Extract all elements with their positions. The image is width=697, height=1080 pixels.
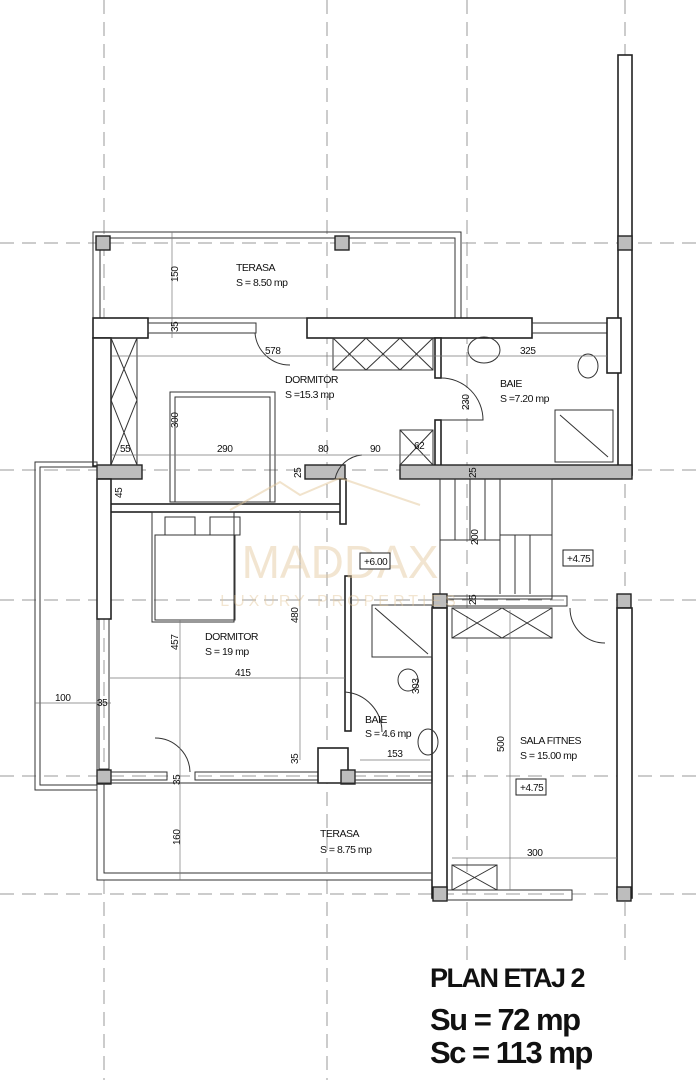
level-tags: +6.00 +4.75 +4.75 bbox=[359, 549, 594, 796]
dim-label: 35 bbox=[172, 774, 183, 785]
bed bbox=[151, 391, 276, 623]
room-name: BAIE bbox=[365, 714, 387, 726]
dim-label: 457 bbox=[170, 634, 181, 650]
svg-text:LUXURY PROPERTIES: LUXURY PROPERTIES bbox=[220, 593, 460, 610]
room-name: BAIE bbox=[500, 378, 522, 390]
bathroom-fixtures bbox=[371, 336, 614, 756]
dim-label: 25 bbox=[468, 594, 479, 605]
walls bbox=[92, 317, 633, 902]
dim-label: 200 bbox=[470, 529, 481, 545]
columns bbox=[95, 235, 633, 251]
level-tag: +4.75 bbox=[567, 554, 591, 565]
room-area: S = 8.50 mp bbox=[236, 277, 288, 289]
dimension-lines bbox=[35, 232, 617, 890]
dim-label: 25 bbox=[293, 467, 304, 478]
room-area: S =15.3 mp bbox=[285, 389, 335, 401]
dimension-labels: 150 35 578 325 300 290 80 90 62 55 230 2… bbox=[55, 266, 544, 859]
level-tag: +6.00 bbox=[364, 557, 388, 568]
plan-title-block: PLAN ETAJ 2 Su = 72 mp Sc = 113 mp bbox=[430, 963, 594, 1070]
dim-label: 45 bbox=[114, 487, 125, 498]
dim-label: 35 bbox=[290, 753, 301, 764]
wardrobe bbox=[110, 337, 553, 891]
dim-label: 230 bbox=[461, 394, 472, 410]
room-name: DORMITOR bbox=[205, 631, 259, 643]
dim-label: 153 bbox=[387, 749, 403, 760]
dim-label: 480 bbox=[290, 607, 301, 623]
dim-label: 55 bbox=[120, 444, 131, 455]
dim-label: 300 bbox=[170, 412, 181, 428]
room-area: S = 15.00 mp bbox=[520, 750, 577, 762]
dim-label: 325 bbox=[520, 346, 536, 357]
room-name: TERASA bbox=[320, 828, 360, 840]
dim-label: 415 bbox=[235, 668, 251, 679]
room-area: S = 8.75 mp bbox=[320, 844, 372, 856]
dim-label: 578 bbox=[265, 346, 281, 357]
dim-label: 25 bbox=[468, 467, 479, 478]
dim-label: 100 bbox=[55, 693, 71, 704]
dim-label: 290 bbox=[217, 444, 233, 455]
terrace-top bbox=[92, 231, 462, 319]
terrace-bottom bbox=[96, 782, 433, 881]
watermark-logo: MADDAX LUXURY PROPERTIES bbox=[220, 476, 460, 610]
room-name: SALA FITNES bbox=[520, 735, 582, 747]
balcony-left bbox=[34, 461, 98, 791]
dim-label: 90 bbox=[370, 444, 381, 455]
room-name: DORMITOR bbox=[285, 374, 339, 386]
dim-label: 62 bbox=[414, 441, 425, 452]
dim-label: 150 bbox=[170, 266, 181, 282]
useful-area: Su = 72 mp bbox=[430, 1002, 580, 1037]
room-labels: TERASA S = 8.50 mp DORMITOR S =15.3 mp B… bbox=[205, 262, 582, 856]
wall-right bbox=[617, 54, 633, 476]
dim-label: 35 bbox=[170, 321, 181, 332]
room-area: S = 4.6 mp bbox=[365, 728, 412, 740]
dim-label: 500 bbox=[496, 736, 507, 752]
room-area: S = 19 mp bbox=[205, 646, 249, 658]
room-area: S =7.20 mp bbox=[500, 393, 550, 405]
dim-label: 35 bbox=[97, 698, 108, 709]
dim-label: 300 bbox=[527, 848, 543, 859]
svg-text:MADDAX: MADDAX bbox=[242, 536, 439, 588]
room-name: TERASA bbox=[236, 262, 276, 274]
dim-label: 160 bbox=[172, 829, 183, 845]
dim-label: 303 bbox=[411, 678, 422, 694]
dim-label: 80 bbox=[318, 444, 329, 455]
plan-title: PLAN ETAJ 2 bbox=[430, 963, 585, 993]
level-tag: +4.75 bbox=[520, 783, 544, 794]
built-area: Sc = 113 mp bbox=[430, 1035, 592, 1070]
